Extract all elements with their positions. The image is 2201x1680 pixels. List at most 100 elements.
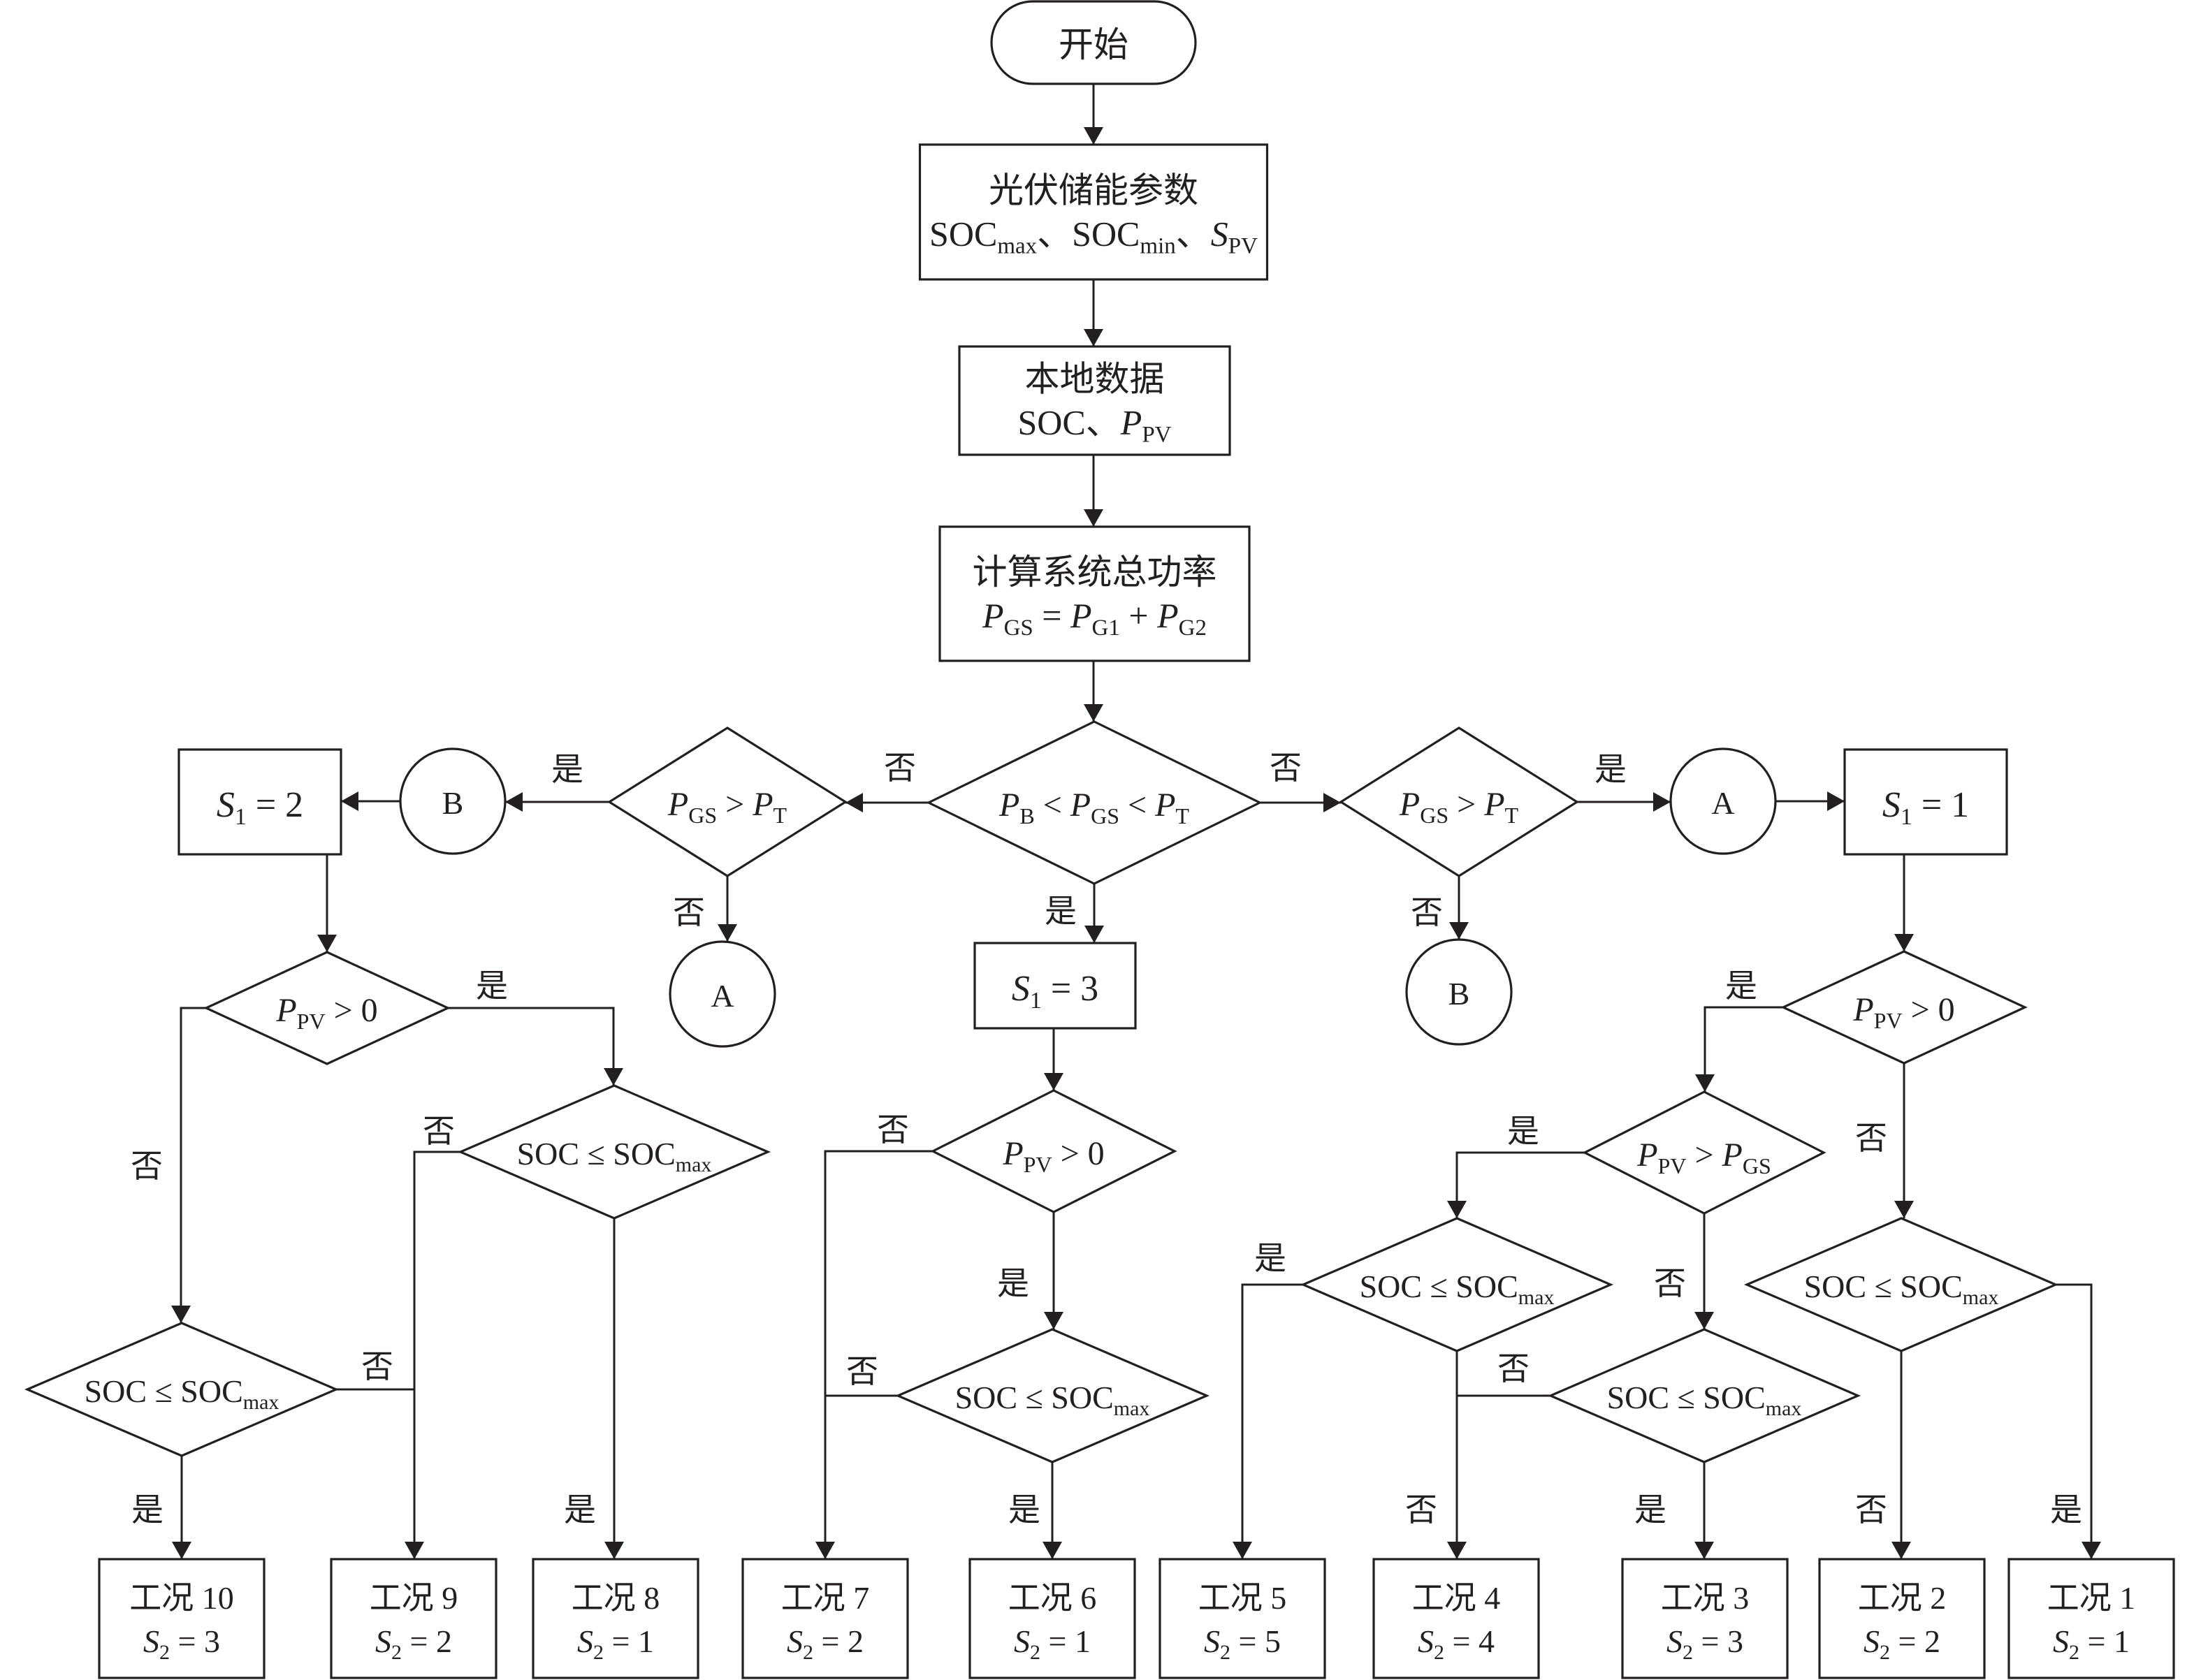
italic-symbol: S: [1014, 1623, 1030, 1659]
pv-storage-params-box-text-line: SOCmax、SOCmin、SPV: [929, 214, 1258, 259]
decision-soc-left-lower: SOC ≤ SOCmax: [24, 1322, 340, 1457]
text-run: 本地数据: [1025, 360, 1165, 399]
case-1-box-text-line: S2 = 1: [2053, 1623, 2130, 1664]
edge-label-pgs-range-yes: 是: [1045, 893, 1077, 929]
edge-label-soc-left-lower-no: 否: [361, 1349, 393, 1385]
subscript: T: [1175, 803, 1189, 828]
case-5-box-text-line: S2 = 5: [1204, 1623, 1281, 1664]
edge-label-ppv-gt-pgs-yes: 是: [1507, 1113, 1539, 1149]
decision-soc-right-c: SOC ≤ SOCmax: [1743, 1217, 2059, 1352]
arrow-soc-right-a-yes-to-case-5: [1233, 1283, 1303, 1559]
case-10-box: 工况 10 S2 = 3: [98, 1558, 266, 1679]
process-shape: [1843, 748, 2008, 856]
local-data-box-text-line: SOC、PPV: [1018, 403, 1172, 448]
case-1-box-text-line: 工况 1: [2047, 1580, 2136, 1616]
connector-a-right-text-line: A: [1711, 785, 1734, 821]
text-run: 工况 9: [370, 1580, 458, 1616]
subscript: max: [676, 1153, 712, 1176]
text-run: 工况 10: [129, 1580, 234, 1616]
connector-shape: [399, 747, 507, 855]
edge-label-soc-right-b-no: 否: [1497, 1351, 1530, 1387]
case-5-box-text-line: 工况 5: [1198, 1580, 1287, 1616]
case-7-box-text-line: 工况 7: [781, 1580, 870, 1616]
text-run: = 2: [247, 785, 303, 825]
connector-b-left: B: [399, 747, 507, 855]
case-4-box: 工况 4 S2 = 4: [1372, 1558, 1540, 1679]
subscript: max: [997, 234, 1037, 259]
edge-label-soc-right-b-yes: 是: [1634, 1492, 1666, 1528]
italic-symbol: S: [1012, 969, 1030, 1009]
process-shape: [177, 748, 342, 856]
edge-label-pgs-range-no-right: 否: [1270, 750, 1302, 786]
edge-label-ppv-right-no: 否: [1855, 1120, 1887, 1156]
italic-symbol: P: [1002, 1135, 1023, 1172]
decision-shape: [606, 726, 848, 877]
text-run: = 3: [1693, 1623, 1743, 1659]
case-4-box-text-line: 工况 4: [1412, 1580, 1501, 1616]
decision-pgs-gt-pt-right-text-line: PGS > PT: [1399, 786, 1519, 828]
decision-soc-left-upper-text-line: SOC ≤ SOCmax: [517, 1136, 712, 1176]
text-run: SOC ≤ SOC: [1804, 1269, 1963, 1304]
decision-ppv-positive-right: PPV > 0: [1780, 950, 2028, 1065]
s1-equals-3-box: S1 = 3: [973, 942, 1137, 1030]
text-run: 计算系统总功率: [973, 553, 1217, 592]
subscript: PV: [1024, 1152, 1052, 1177]
result-shape: [330, 1558, 497, 1679]
connector-shape: [1405, 938, 1513, 1046]
subscript: 2: [1434, 1641, 1444, 1664]
case-4-box-text-line: S2 = 4: [1418, 1623, 1495, 1664]
decision-shape: [1743, 1217, 2059, 1352]
case-8-box-text-line: 工况 8: [572, 1580, 660, 1616]
case-6-box-text-line: 工况 6: [1008, 1580, 1097, 1616]
subscript: 2: [1220, 1641, 1230, 1664]
s1-equals-1-box: S1 = 1: [1843, 748, 2008, 856]
edge-label-pgs-range-no-left: 否: [884, 750, 916, 786]
text-run: 工况 7: [781, 1580, 870, 1616]
case-1-box: 工况 1 S2 = 1: [2007, 1558, 2175, 1679]
text-run: = 4: [1444, 1623, 1495, 1659]
decision-ppv-positive-right-text-line: PPV > 0: [1852, 991, 1954, 1033]
text-run: 光伏储能参数: [989, 171, 1198, 210]
decision-soc-left-lower-text-line: SOC ≤ SOCmax: [85, 1373, 279, 1414]
decision-pgs-range: PB < PGS < PT: [926, 720, 1263, 885]
edge-label-ppv-mid-yes: 是: [997, 1266, 1029, 1301]
edge-label-soc-left-upper-no: 否: [423, 1113, 455, 1149]
start-terminator-text-line: 开始: [1059, 25, 1128, 64]
decision-shape: [894, 1328, 1210, 1463]
edge-label-ppv-gt-pgs-no: 否: [1654, 1266, 1686, 1301]
arrow-soc-right-c-yes-to-case-1: [2056, 1283, 2101, 1559]
arrow-ppv-left-yes: [448, 1007, 623, 1086]
start-terminator: 开始: [990, 0, 1197, 85]
connector-a-left: A: [669, 940, 776, 1048]
edge-label-soc-right-c-no: 否: [1855, 1492, 1887, 1528]
s1-equals-2-box: S1 = 2: [177, 748, 342, 856]
subscript: 2: [159, 1641, 170, 1664]
case-7-box-text-line: S2 = 2: [787, 1623, 864, 1664]
case-8-box-text-line: S2 = 1: [577, 1623, 654, 1664]
subscript: 2: [593, 1641, 604, 1664]
connectors: [171, 84, 2101, 1559]
text-run: A: [711, 978, 734, 1014]
subscript: 2: [2069, 1641, 2079, 1664]
local-data-box-text-line: 本地数据: [1025, 360, 1165, 399]
italic-symbol: P: [982, 596, 1004, 635]
connector-a-right: A: [1669, 747, 1777, 855]
subscript: PV: [1874, 1008, 1903, 1033]
decision-shape: [457, 1084, 771, 1220]
decision-pgs-gt-pt-left: PGS > PT: [606, 726, 848, 877]
arrow-ppv-mid-no-to-case-7: [815, 1150, 933, 1559]
case-10-box-text-line: S2 = 3: [143, 1623, 220, 1664]
text-run: 开始: [1059, 25, 1128, 64]
subscript: 1: [1901, 804, 1912, 830]
text-run: > 0: [326, 992, 378, 1029]
decision-soc-right-b-text-line: SOC ≤ SOCmax: [1607, 1380, 1802, 1420]
subscript: max: [1114, 1397, 1150, 1420]
edge-label-ppv-mid-no: 否: [877, 1112, 909, 1148]
decision-pgs-gt-pt-right: PGS > PT: [1338, 726, 1580, 877]
case-2-box-text-line: 工况 2: [1858, 1580, 1947, 1616]
edge-label-soc-mid-yes: 是: [1008, 1492, 1040, 1528]
s1-equals-1-box-text-line: S1 = 1: [1882, 785, 1969, 830]
text-run: > 0: [1052, 1135, 1105, 1172]
text-run: = 1: [1040, 1623, 1091, 1659]
